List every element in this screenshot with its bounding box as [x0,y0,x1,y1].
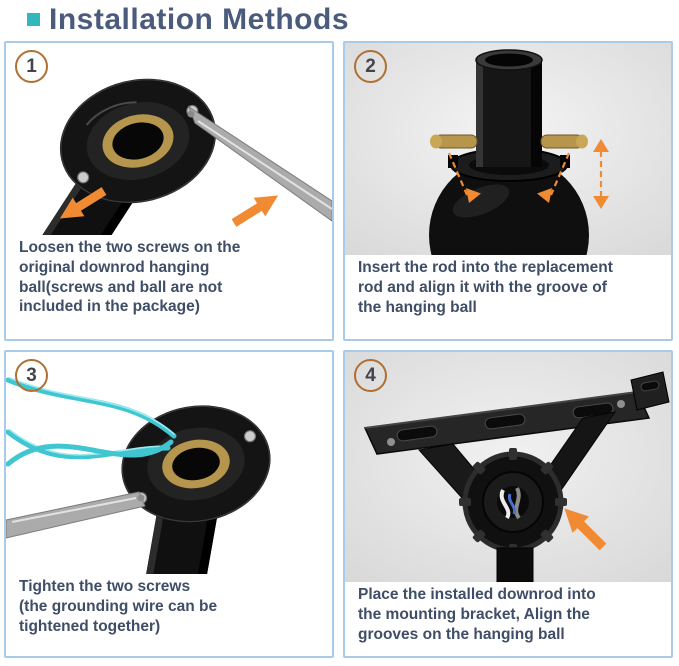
wire-white [499,489,511,520]
flange-slot [640,380,660,392]
step-caption: Tighten the two screws (the grounding wi… [19,578,218,635]
groove-ribs [459,448,567,556]
downrod-tube [496,547,534,582]
step-number-badge: 4 [354,359,387,392]
mounting-bracket-plate [363,371,670,455]
step4-illustration-mounting-bracket [345,352,671,582]
step-panel-2: 2 [343,41,673,341]
step-number-badge: 1 [15,50,48,83]
step-panel-3: 3 [4,350,334,658]
step-caption: Insert the rod into the replacement rod … [358,259,613,316]
brass-cross-pin [430,134,588,149]
hanging-ball-in-bracket [459,448,567,556]
orange-arrow-icon [231,195,279,227]
step-panel-1: 1 [4,41,334,341]
orange-arrow-icon [59,187,107,219]
alignment-guides [447,139,609,209]
downrod-tube [128,508,217,574]
screw-left [77,171,90,184]
screwdriver [187,105,332,222]
plate-slot [396,425,438,442]
title-bullet-icon [27,13,40,26]
hanging-ball [59,78,217,204]
screw-right [243,430,257,443]
wire-gray [514,487,521,520]
downrod-tube [6,168,135,235]
ball-groove-left [448,155,458,168]
screwdriver [6,491,146,539]
step-number-badge: 3 [15,359,48,392]
ball-groove-right [560,155,570,168]
header: Installation Methods [0,0,679,41]
step-number-badge: 2 [354,50,387,83]
step-panel-4: 4 [343,350,673,658]
step-caption: Loosen the two screws on the original do… [19,239,241,316]
orange-arrow-icon [564,508,607,551]
wire-blue [507,493,517,515]
plate-slot [484,413,526,430]
bracket-side-flange [630,371,670,411]
step3-illustration-tighten-screws [6,377,271,574]
step-caption: Place the installed downrod into the mou… [358,586,596,643]
bolt [617,400,625,408]
bolt [387,438,395,446]
steps-grid: 1 [0,41,679,658]
replacement-rod [475,49,543,167]
step1-illustration-hanging-ball-loosen [6,78,332,235]
page-title: Installation Methods [49,3,350,36]
hanging-ball [121,405,271,523]
step2-illustration-rod-into-ball [345,43,671,255]
